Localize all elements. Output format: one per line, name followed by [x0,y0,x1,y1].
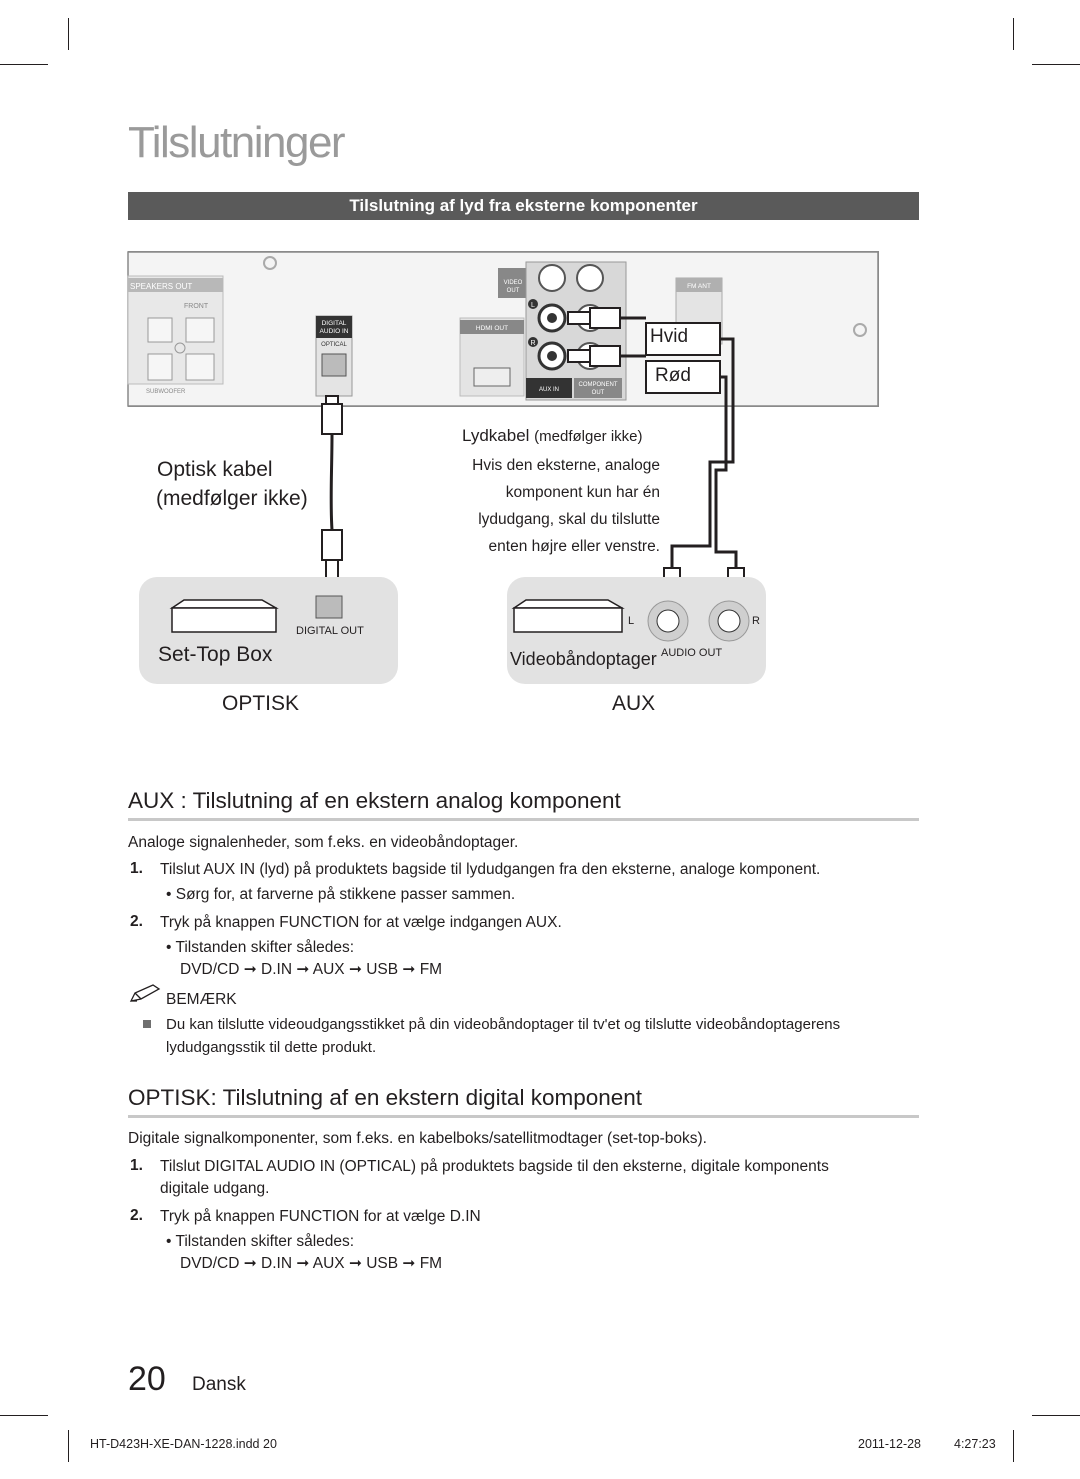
digital-audio-in-term: DIGITAL AUDIO IN (OPTICAL) [204,1158,417,1175]
optisk-mode-chain: DVD/CD ➞ D.IN ➞ AUX ➞ USB ➞ FM [180,1255,443,1272]
function-term: FUNCTION [279,914,360,931]
optisk-caption: OPTISK [222,692,300,715]
crop-mark [1032,64,1080,65]
lydkabel-bold: Lydkabel [462,426,530,445]
pencil-icon [129,984,161,1002]
aux-step1-num: 1. [130,860,143,877]
page-number: 20 [128,1360,166,1398]
l-small-label: L [531,302,535,309]
note-line-1: Du kan tilslutte videoudgangsstikket på … [166,1016,841,1033]
optisk-step1-num: 1. [130,1157,143,1174]
r-small-label: R [530,340,535,347]
aux-step2: Tryk på knappen FUNCTION for at vælge in… [160,913,562,933]
lydkabel-note-line: Hvis den eksterne, analoge [472,457,660,474]
speakers-out-label: SPEAKERS OUT [130,282,192,291]
subwoofer-label: SUBWOOFER [146,389,186,395]
aux-intro: Analoge signalenheder, som f.eks. en vid… [128,834,519,851]
optisk-kabel-sub: (medfølger ikke) [156,487,308,510]
optisk-step1-cont: digitale udgang. [160,1180,270,1197]
optisk-intro: Digitale signalkomponenter, som f.eks. e… [128,1130,707,1147]
component-label: COMPONENT [579,382,618,388]
aux-step2-num: 2. [130,913,143,930]
footer-file: HT-D423H-XE-DAN-1228.indd 20 [90,1437,277,1451]
audio-in-label: AUDIO IN [320,328,349,335]
lydkabel-rest: (medfølger ikke) [534,428,643,445]
optisk-step2-num: 2. [130,1207,143,1224]
section-bar: Tilslutning af lyd fra eksterne komponen… [128,192,919,220]
hdmi-out-label: HDMI OUT [476,325,508,332]
l-label: L [628,615,635,627]
crop-mark [0,64,48,65]
aux-step1-text: Tilslut [160,861,204,878]
front-label: FRONT [184,303,209,310]
crop-mark [0,1415,48,1416]
audio-out-label: AUDIO OUT [661,647,723,659]
footer-date: 2011-12-28 [858,1437,922,1451]
crop-mark [1013,1430,1014,1462]
aux-heading: AUX : Tilslutning af en ekstern analog k… [128,788,919,821]
optisk-step1-text: på produktets bagside til den eksterne, … [416,1158,829,1175]
note-line-2: lydudgangsstik til dette produkt. [166,1039,377,1056]
rod-label: Rød [655,365,691,386]
aux-in-term: AUX IN [203,861,256,878]
lydkabel-note-line: komponent kun har én [505,484,660,501]
page-language: Dansk [192,1374,246,1395]
aux-step2-bullet: • Tilstanden skifter således: [166,939,355,956]
aux-in-label: AUX IN [539,387,559,393]
digital-label: DIGITAL [322,320,347,327]
connection-diagram: SPEAKERS OUT FRONT SUBWOOFER DIGITAL AUD… [127,251,879,684]
optisk-step1: Tilslut DIGITAL AUDIO IN (OPTICAL) på pr… [160,1157,829,1177]
crop-mark [1013,18,1014,50]
optisk-step2-text: for at vælge [359,1208,450,1225]
optisk-step2-bullet: • Tilstanden skifter således: [166,1233,355,1250]
aux-term: AUX [525,914,558,931]
lydkabel-note-line: lydudgang, skal du tilslutte [478,511,660,528]
lydkabel-note: Hvis den eksterne, analoge komponent kun… [440,452,660,560]
fm-ant-label: FM ANT [687,283,711,290]
hvid-label: Hvid [650,326,689,347]
lydkabel-label: Lydkabel (medfølger ikke) [462,426,643,446]
optisk-step2-bullet-text: Tilstanden skifter således: [175,1233,355,1250]
vcr-label: Videobåndoptager [510,649,657,669]
aux-step2-text: for at vælge indgangen [359,914,526,931]
footer-time: 4:27:23 [954,1437,996,1451]
page-title: Tilslutninger [128,118,346,167]
crop-mark [1032,1415,1080,1416]
aux-caption: AUX [612,692,656,715]
crop-mark [68,1430,69,1462]
optisk-step1-text: Tilslut [160,1158,205,1175]
optical-label: OPTICAL [321,342,347,348]
aux-step1-bullet: • Sørg for, at farverne på stikkene pass… [166,886,516,903]
note-square-icon [143,1020,151,1028]
aux-step2-bullet-text: Tilstanden skifter således: [175,939,355,956]
video-out-label: OUT [507,288,520,294]
crop-mark [68,18,69,50]
video-label: VIDEO [504,280,523,286]
aux-mode-chain: DVD/CD ➞ D.IN ➞ AUX ➞ USB ➞ FM [180,961,443,978]
optisk-heading: OPTISK: Tilslutning af en ekstern digita… [128,1085,919,1118]
aux-step1-text: (lyd) på produktets bagside til lydudgan… [255,861,821,878]
lydkabel-note-line: enten højre eller venstre. [488,538,660,555]
note-title: BEMÆRK [166,991,237,1008]
optisk-kabel-label: Optisk kabel [157,458,273,481]
r-label: R [752,615,760,627]
aux-step1: Tilslut AUX IN (lyd) på produktets bagsi… [160,860,820,880]
function-term: FUNCTION [279,1208,360,1225]
optisk-step2: Tryk på knappen FUNCTION for at vælge D.… [160,1207,481,1227]
digital-out-label: DIGITAL OUT [296,625,364,637]
component-out-label: OUT [592,390,605,396]
aux-step2-text: . [557,914,562,931]
aux-step1-bullet-text: Sørg for, at farverne på stikkene passer… [175,886,516,903]
d-in-term: D.IN [449,1208,481,1225]
optisk-step2-text: Tryk på knappen [160,1208,280,1225]
set-top-box-label: Set-Top Box [158,643,273,666]
aux-step2-text: Tryk på knappen [160,914,280,931]
rear-panel: SPEAKERS OUT FRONT SUBWOOFER DIGITAL AUD… [127,251,879,407]
